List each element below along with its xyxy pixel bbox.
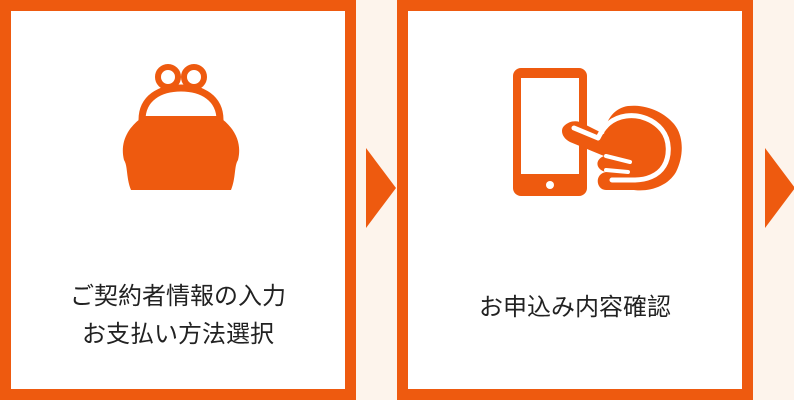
smartphone-tap-icon	[408, 11, 742, 261]
step-label-line-2: お支払い方法選択	[82, 320, 274, 348]
step-label: お申込み内容確認	[408, 288, 742, 326]
step-label: ご契約者情報の入力 お支払い方法選択	[11, 277, 345, 353]
step-card-customer-info: ご契約者情報の入力 お支払い方法選択	[0, 0, 356, 400]
step-card-confirm: お申込み内容確認	[397, 0, 753, 400]
next-arrow-icon	[765, 148, 794, 228]
step-label-line-1: お申込み内容確認	[479, 293, 671, 321]
step-label-line-1: ご契約者情報の入力	[70, 282, 286, 310]
next-arrow-icon	[366, 148, 396, 228]
coin-purse-icon	[11, 11, 345, 261]
